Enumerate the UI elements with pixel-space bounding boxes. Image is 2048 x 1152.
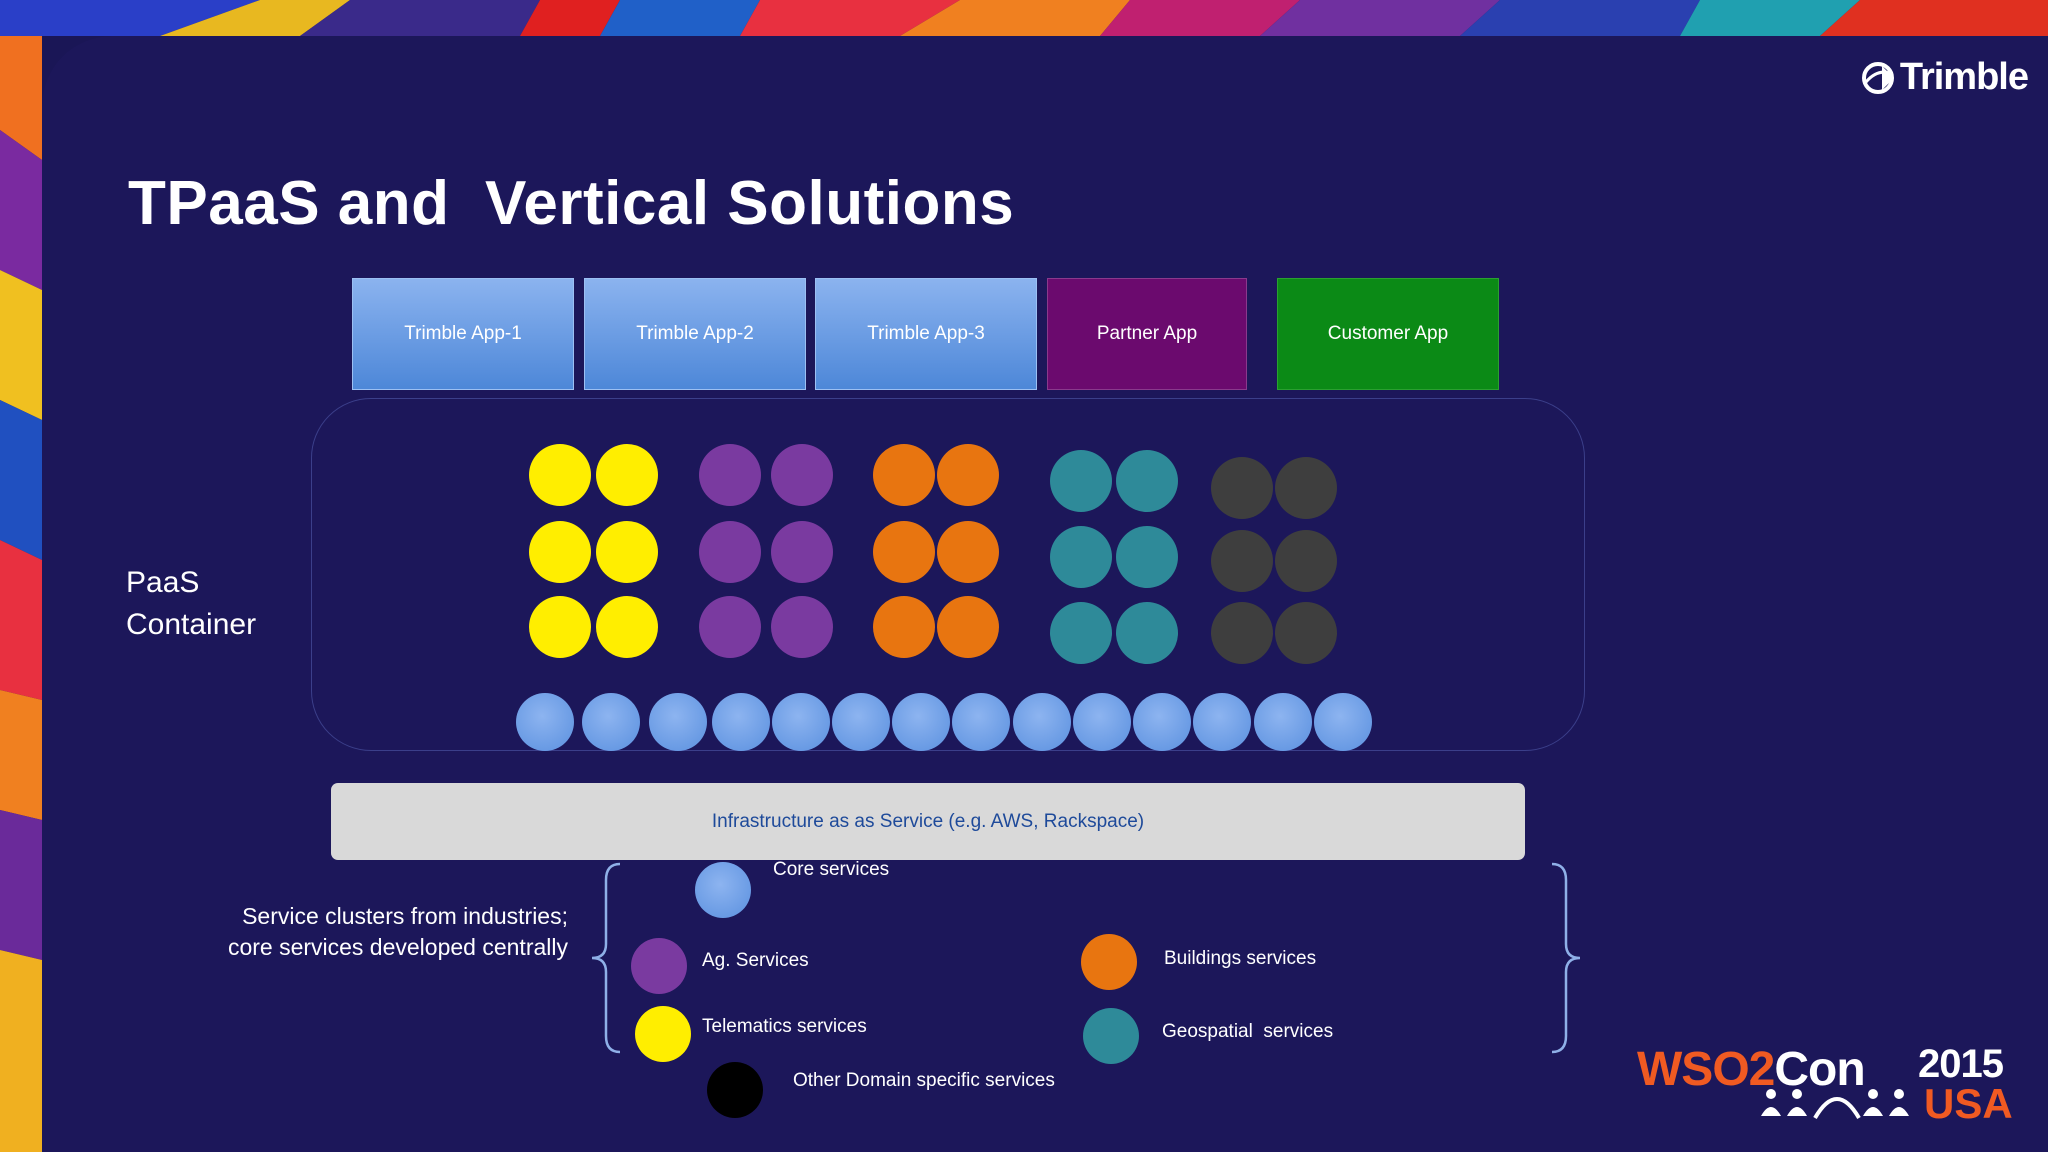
ag-service-dot xyxy=(771,596,833,658)
telematics-service-dot xyxy=(596,444,658,506)
geospatial-service-dot xyxy=(1116,526,1178,588)
telematics-service-dot xyxy=(529,521,591,583)
legend-ag-dot xyxy=(631,938,687,994)
legend-buildings-dot xyxy=(1081,934,1137,990)
app-trimble-2: Trimble App-2 xyxy=(584,278,806,390)
core-service-dot xyxy=(649,693,707,751)
legend-core-label: Core services xyxy=(773,859,890,880)
core-service-dot xyxy=(516,693,574,751)
buildings-service-dot xyxy=(873,596,935,658)
wso2con-logo: WSO2Con xyxy=(1637,1042,1866,1097)
paas-container-label: PaaS Container xyxy=(126,562,256,646)
core-service-dot xyxy=(1133,693,1191,751)
other-service-dot xyxy=(1211,602,1273,664)
ag-service-dot xyxy=(699,444,761,506)
buildings-service-dot xyxy=(937,444,999,506)
clusters-caption-line1: Service clusters from industries; xyxy=(242,903,568,929)
core-service-dot xyxy=(892,693,950,751)
core-service-dot xyxy=(1073,693,1131,751)
core-service-dot xyxy=(1314,693,1372,751)
legend-geospatial-label: Geospatial services xyxy=(1162,1021,1334,1042)
app-trimble-1: Trimble App-1 xyxy=(352,278,574,390)
slide-panel xyxy=(42,36,2048,1152)
legend-other-dot xyxy=(707,1062,763,1118)
geospatial-service-dot xyxy=(1116,450,1178,512)
core-service-dot xyxy=(952,693,1010,751)
other-service-dot xyxy=(1211,530,1273,592)
trimble-globe-icon xyxy=(1861,61,1894,94)
event-year: 2015 xyxy=(1918,1042,2004,1086)
buildings-service-dot xyxy=(873,444,935,506)
clusters-caption: Service clusters from industries; core s… xyxy=(228,901,568,963)
paas-label-line2: Container xyxy=(126,608,257,641)
event-place: USA xyxy=(1924,1080,2013,1127)
geospatial-service-dot xyxy=(1050,602,1112,664)
app-trimble-3: Trimble App-3 xyxy=(815,278,1037,390)
trimble-logo: Trimble xyxy=(1860,56,2029,99)
legend-geospatial-dot xyxy=(1083,1008,1139,1064)
telematics-service-dot xyxy=(529,596,591,658)
core-service-dot xyxy=(582,693,640,751)
core-service-dot xyxy=(1193,693,1251,751)
legend-other-label: Other Domain specific services xyxy=(793,1070,1055,1091)
slide-title: TPaaS and Vertical Solutions xyxy=(128,169,1015,238)
buildings-service-dot xyxy=(937,596,999,658)
core-service-dot xyxy=(712,693,770,751)
geospatial-service-dot xyxy=(1116,602,1178,664)
other-service-dot xyxy=(1275,530,1337,592)
paas-container xyxy=(311,398,1585,751)
app-customer: Customer App xyxy=(1277,278,1499,390)
buildings-service-dot xyxy=(873,521,935,583)
buildings-service-dot xyxy=(937,521,999,583)
iaas-bar: Infrastructure as as Service (e.g. AWS, … xyxy=(331,783,1525,860)
core-service-dot xyxy=(1254,693,1312,751)
con-text: Con xyxy=(1774,1043,1865,1096)
right-brace xyxy=(1551,862,1581,1054)
app-partner: Partner App xyxy=(1047,278,1247,390)
other-service-dot xyxy=(1211,457,1273,519)
geospatial-service-dot xyxy=(1050,526,1112,588)
core-service-dot xyxy=(832,693,890,751)
ag-service-dot xyxy=(699,521,761,583)
core-service-dot xyxy=(1013,693,1071,751)
people-icon xyxy=(1761,1089,1909,1120)
ag-service-dot xyxy=(771,521,833,583)
legend-buildings-label: Buildings services xyxy=(1164,948,1317,969)
left-brace xyxy=(591,862,621,1054)
logo-text: Trimble xyxy=(1899,56,2029,98)
wso2-text: WSO2 xyxy=(1637,1043,1775,1096)
clusters-caption-line2: core services developed centrally xyxy=(227,934,568,960)
telematics-service-dot xyxy=(529,444,591,506)
paas-label-line1: PaaS xyxy=(126,566,200,599)
core-service-dot xyxy=(772,693,830,751)
legend-telematics-dot xyxy=(635,1006,691,1062)
ag-service-dot xyxy=(771,444,833,506)
telematics-service-dot xyxy=(596,596,658,658)
telematics-service-dot xyxy=(596,521,658,583)
legend-core-dot xyxy=(695,862,751,918)
legend-ag-label: Ag. Services xyxy=(702,950,809,971)
ag-service-dot xyxy=(699,596,761,658)
other-service-dot xyxy=(1275,457,1337,519)
legend-telematics-label: Telematics services xyxy=(702,1016,867,1037)
other-service-dot xyxy=(1275,602,1337,664)
geospatial-service-dot xyxy=(1050,450,1112,512)
